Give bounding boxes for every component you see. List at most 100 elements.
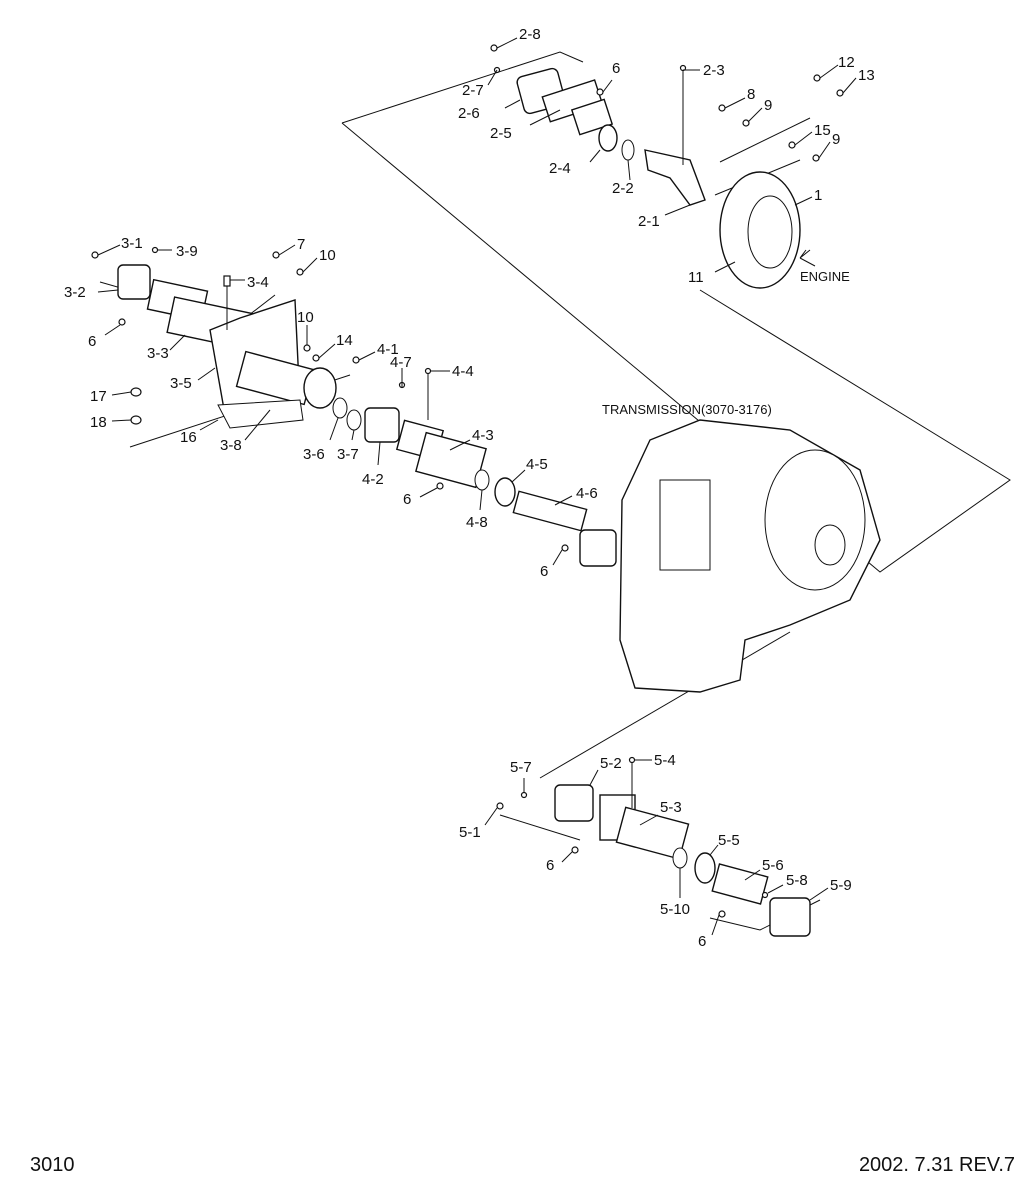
label-3-6: 3-6	[303, 446, 325, 463]
flange-bore-1	[747, 195, 793, 269]
washer-9-a	[742, 119, 750, 127]
leader-5-6	[744, 869, 761, 881]
bolt-4-1	[352, 356, 360, 364]
leader-7	[278, 244, 296, 256]
leader-4-5	[511, 469, 526, 483]
label-2-7: 2-7	[462, 82, 484, 99]
page-number: 3010	[30, 1154, 75, 1176]
leader-4-1	[358, 351, 376, 361]
boundary-flange-top	[719, 117, 811, 163]
universal-joint-5-9	[769, 897, 811, 937]
label-10-b: 10	[297, 309, 314, 326]
boundary-group5-left	[499, 814, 581, 841]
yoke-end-3-8	[303, 367, 337, 409]
label-10-a: 10	[319, 247, 336, 264]
seal-2-4	[598, 124, 618, 152]
leader-2-6	[504, 99, 521, 109]
label-4-6: 4-6	[576, 485, 598, 502]
bolt-6-e	[571, 846, 579, 854]
washer-3-6	[332, 397, 348, 419]
washer-10-b	[303, 344, 311, 352]
label-6-b: 6	[88, 333, 96, 350]
label-transmission: TRANSMISSION(3070-3176)	[602, 402, 772, 417]
label-4-3: 4-3	[472, 427, 494, 444]
bolt-15	[788, 141, 796, 149]
label-4-4: 4-4	[452, 363, 474, 380]
leader-3-7	[351, 429, 355, 441]
label-16: 16	[180, 429, 197, 446]
label-5-5: 5-5	[718, 832, 740, 849]
nut-14	[312, 354, 320, 362]
label-engine: ENGINE	[800, 269, 850, 284]
label-5-1: 5-1	[459, 824, 481, 841]
bolt-3-1	[91, 251, 99, 259]
nipple-5-8	[761, 891, 769, 899]
leader-9-b	[818, 141, 831, 159]
label-6-d: 6	[540, 563, 548, 580]
leader-4-6	[554, 495, 573, 506]
spline-shaft-4-6	[512, 490, 588, 532]
boundary-group5-top	[539, 631, 791, 779]
universal-joint-3-2	[117, 264, 151, 300]
label-2-4: 2-4	[549, 160, 571, 177]
washer-9-b	[812, 154, 820, 162]
middle-shaft-assembly	[352, 356, 617, 567]
label-5-7: 5-7	[510, 759, 532, 776]
label-9-a: 9	[764, 97, 772, 114]
leader-lines	[97, 37, 857, 936]
label-5-2: 5-2	[600, 755, 622, 772]
snap-ring-4-8	[474, 469, 490, 491]
label-3-4: 3-4	[247, 274, 269, 291]
label-13: 13	[858, 67, 875, 84]
engine-arrow-icon	[799, 249, 816, 267]
label-14: 14	[336, 332, 353, 349]
label-3-9: 3-9	[176, 243, 198, 260]
label-4-1: 4-1	[377, 341, 399, 358]
leader-4-8	[479, 489, 483, 511]
washer-10-a	[296, 268, 304, 276]
leader-5-3	[639, 814, 659, 826]
label-4-5: 4-5	[526, 456, 548, 473]
label-12: 12	[838, 54, 855, 71]
upper-shaft-assembly	[490, 44, 844, 289]
label-3-3: 3-3	[147, 345, 169, 362]
label-6-f: 6	[698, 933, 706, 950]
leader-6-d	[552, 549, 563, 566]
label-3-8: 3-8	[220, 437, 242, 454]
part-labels: 2-8 2-7 2-6 2-5 6 2-4 2-3 2-2 2-1 8 9 12…	[64, 26, 875, 950]
label-6-a: 6	[612, 60, 620, 77]
bolt-12	[813, 74, 821, 82]
lower-shaft-assembly	[496, 756, 811, 937]
bolt-6-c	[436, 482, 444, 490]
leader-5-5	[709, 844, 719, 856]
leader-5-2	[589, 769, 599, 786]
universal-joint-5-2	[554, 784, 594, 822]
leader-6-f	[711, 914, 720, 936]
leader-6-a	[602, 79, 613, 93]
leader-9-a	[747, 107, 763, 123]
label-1: 1	[814, 187, 822, 204]
label-8: 8	[747, 86, 755, 103]
bolt-6-f	[718, 910, 726, 918]
nipple-3-9	[151, 246, 159, 254]
washer-18	[130, 415, 142, 425]
bolt-8	[718, 104, 726, 112]
leader-3-5	[197, 367, 216, 381]
label-3-2: 3-2	[64, 284, 86, 301]
leader-18	[111, 419, 132, 422]
leader-6-e	[561, 851, 573, 863]
label-4-7: 4-7	[390, 354, 412, 371]
washer-13	[836, 89, 844, 97]
universal-joint-4-2	[364, 407, 400, 443]
leader-12	[819, 64, 839, 79]
label-3-5: 3-5	[170, 375, 192, 392]
label-11: 11	[688, 269, 704, 286]
label-5-8: 5-8	[786, 872, 808, 889]
leader-3-8	[244, 409, 271, 441]
plate-16	[217, 399, 304, 429]
leader-2-2	[627, 159, 631, 181]
bolt-6-b	[118, 318, 126, 326]
leader-3-1	[97, 244, 121, 256]
label-2-1: 2-1	[638, 213, 660, 230]
